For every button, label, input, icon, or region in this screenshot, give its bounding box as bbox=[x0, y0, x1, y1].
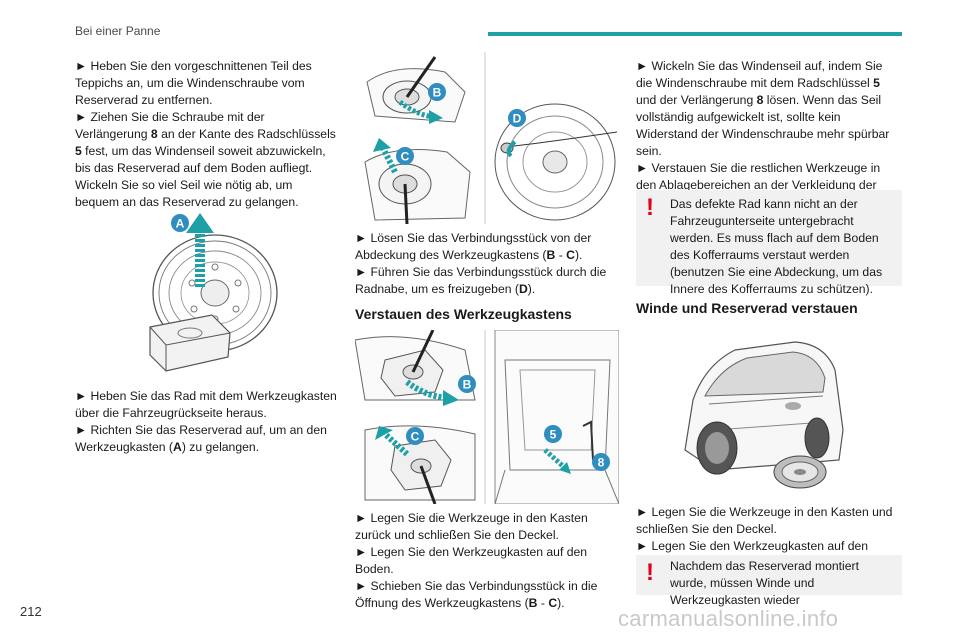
instruction-paragraph: ► Heben Sie den vorgeschnittenen Teil de… bbox=[75, 59, 312, 107]
instruction-paragraph: ► Führen Sie das Verbindungsstück durch … bbox=[355, 265, 607, 296]
warning-text: Das defekte Rad kann nicht an der Fahrze… bbox=[670, 197, 883, 296]
column-2-top: ► Lösen Sie das Verbindungsstück von der… bbox=[355, 230, 617, 298]
section-heading-toolbox: Verstauen des Werkzeugkastens bbox=[355, 306, 572, 322]
winch-release-figure: B C D bbox=[364, 52, 618, 224]
page-number: 212 bbox=[20, 604, 42, 619]
warning-box: ! Nachdem das Reserverad montiert wurde,… bbox=[636, 555, 902, 607]
column-2-bottom: ► Legen Sie die Werkzeuge in den Kasten … bbox=[355, 510, 617, 612]
warning-icon: ! bbox=[646, 194, 654, 221]
spare-wheel-toolbox-figure: A bbox=[149, 213, 278, 372]
instruction-paragraph: ► Richten Sie das Reserverad auf, um an … bbox=[75, 423, 327, 454]
column-1-bottom: ► Heben Sie das Rad mit dem Werkzeugkast… bbox=[75, 388, 337, 456]
figure-label-c: C bbox=[401, 150, 410, 164]
section-heading-winch: Winde und Reserverad verstauen bbox=[636, 300, 858, 316]
instruction-paragraph: ► Legen Sie die Werkzeuge in den Kasten … bbox=[636, 505, 893, 536]
instruction-paragraph: ► Legen Sie den Werkzeugkasten auf den B… bbox=[355, 545, 588, 576]
warning-text: Nachdem das Reserverad montiert wurde, m… bbox=[670, 559, 859, 607]
figure-label-a: A bbox=[176, 217, 185, 231]
figure-label-c: C bbox=[411, 430, 420, 444]
suv-spare-wheel-figure bbox=[684, 341, 844, 489]
instruction-paragraph: ► Ziehen Sie die Schraube mit der Verlän… bbox=[75, 110, 336, 209]
instruction-paragraph: ► Wickeln Sie das Windenseil auf, indem … bbox=[636, 59, 890, 158]
instruction-paragraph: ► Heben Sie das Rad mit dem Werkzeugkast… bbox=[75, 389, 337, 420]
column-1: ► Heben Sie den vorgeschnittenen Teil de… bbox=[75, 58, 337, 211]
figure-label-5: 5 bbox=[550, 428, 557, 442]
header-accent-bar bbox=[488, 32, 902, 36]
instruction-paragraph: ► Legen Sie die Werkzeuge in den Kasten … bbox=[355, 511, 588, 542]
column-3-bottom: ► Legen Sie die Werkzeuge in den Kasten … bbox=[636, 504, 902, 572]
instruction-paragraph: ► Schieben Sie das Verbindungsstück in d… bbox=[355, 579, 598, 610]
warning-box: ! Das defekte Rad kann nicht an der Fahr… bbox=[636, 190, 902, 296]
toolbox-stowage-figure: B C 5 8 bbox=[355, 330, 619, 504]
figure-label-d: D bbox=[513, 112, 522, 126]
column-3-top: ► Wickeln Sie das Windenseil auf, indem … bbox=[636, 58, 902, 211]
figure-label-b: B bbox=[463, 378, 472, 392]
figure-label-8: 8 bbox=[598, 456, 605, 470]
section-title: Bei einer Panne bbox=[75, 24, 161, 38]
warning-icon: ! bbox=[646, 559, 654, 586]
instruction-paragraph: ► Lösen Sie das Verbindungsstück von der… bbox=[355, 231, 592, 262]
figure-label-b: B bbox=[433, 86, 442, 100]
watermark: carmanualsonline.info bbox=[618, 606, 839, 631]
